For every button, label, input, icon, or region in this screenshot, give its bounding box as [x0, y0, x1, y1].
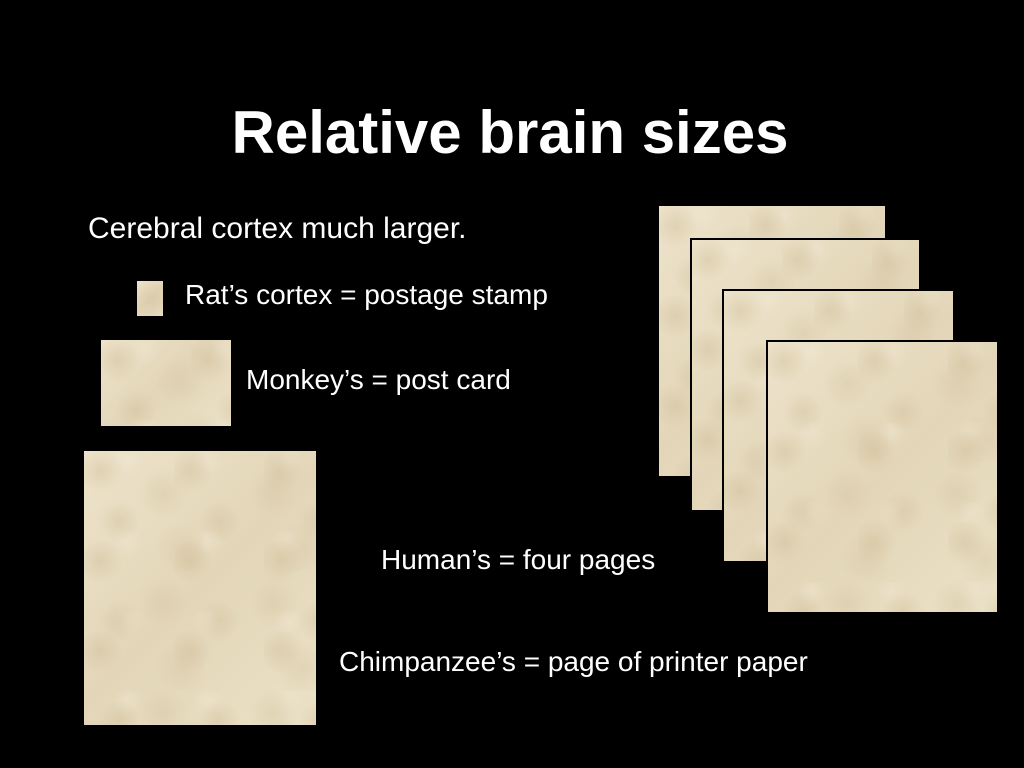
rat-cortex-label: Rat’s cortex = postage stamp — [185, 279, 548, 310]
postage-stamp-paper — [137, 281, 163, 316]
printer-paper-page — [84, 451, 316, 725]
human-cortex-label: Human’s = four pages — [381, 544, 656, 575]
human-page-4 — [766, 340, 999, 614]
intro-text: Cerebral cortex much larger. — [88, 212, 467, 245]
chimpanzee-cortex-label: Chimpanzee’s = page of printer paper — [339, 646, 808, 677]
monkey-cortex-label: Monkey’s = post card — [246, 364, 511, 395]
slide-title: Relative brain sizes — [231, 99, 789, 166]
post-card-paper — [101, 340, 231, 426]
